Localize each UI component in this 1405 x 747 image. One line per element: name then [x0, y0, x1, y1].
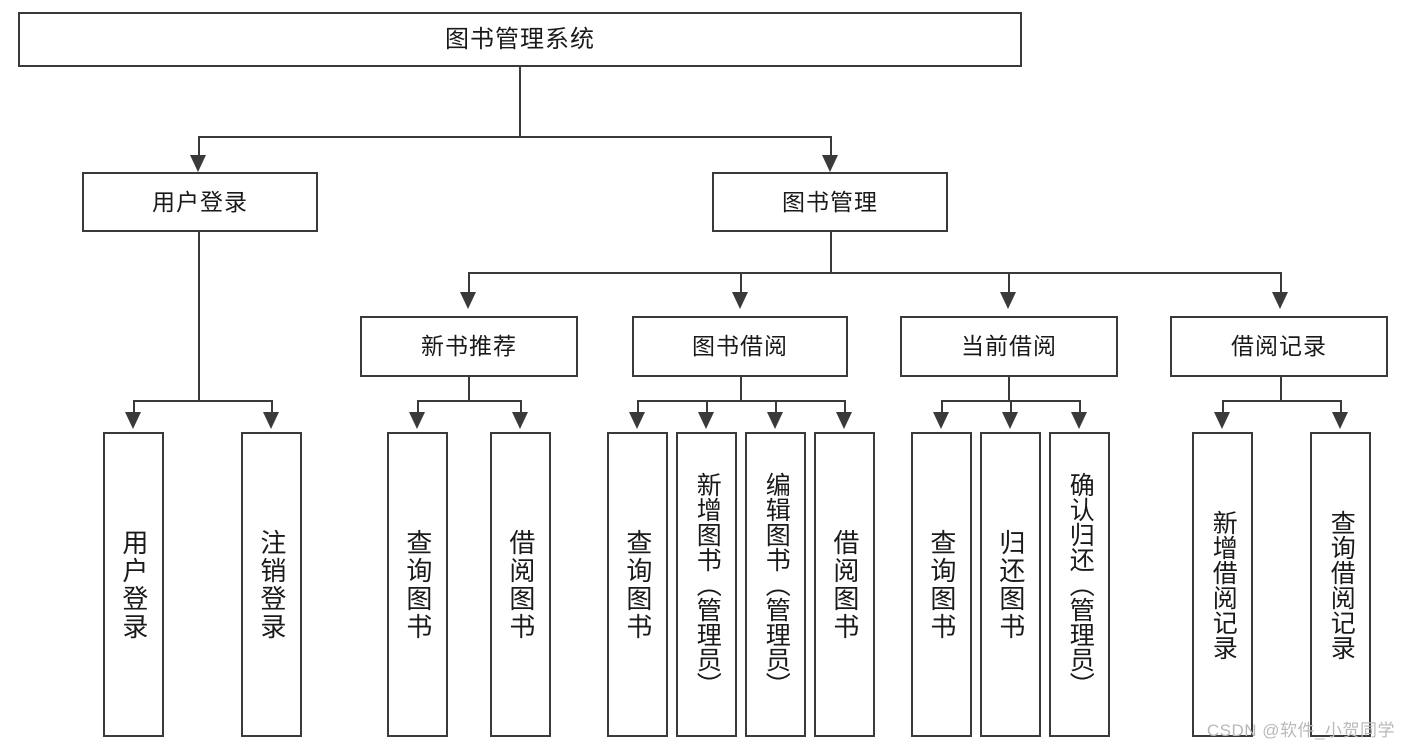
connector-br-to-leaf1 — [1222, 400, 1224, 415]
node-borrow-record[interactable]: 借阅记录 — [1170, 316, 1388, 377]
node-leaf-borrow-book-1[interactable]: 借阅图书 — [490, 432, 551, 737]
arrow-root-to-book-management — [822, 155, 838, 172]
connector-book-management-bus — [468, 272, 1280, 274]
connector-cb-to-leaf3 — [1079, 400, 1081, 415]
node-label: 查询图书 — [926, 528, 957, 641]
arrow-root-to-user-login — [190, 155, 206, 172]
arrow-bm-to-current-borrow — [1000, 292, 1016, 309]
node-leaf-logout-login[interactable]: 注销登录 — [241, 432, 302, 737]
arrow-cb-to-leaf3 — [1071, 412, 1087, 429]
arrow-bm-to-new-book — [460, 292, 476, 309]
node-label: 图书管理 — [782, 188, 878, 215]
node-leaf-edit-book[interactable]: 编辑图书（管理员） — [745, 432, 806, 737]
node-root-system[interactable]: 图书管理系统 — [18, 12, 1022, 67]
node-label: 注销登录 — [256, 528, 287, 641]
connector-bm-to-current-borrow — [1008, 272, 1010, 295]
arrow-bb-to-leaf4 — [836, 412, 852, 429]
connector-nb-to-leaf2 — [520, 400, 522, 415]
node-leaf-borrow-book-2[interactable]: 借阅图书 — [814, 432, 875, 737]
connector-root-bus — [198, 136, 832, 138]
connector-br-to-leaf2 — [1340, 400, 1342, 415]
node-leaf-query-book-3[interactable]: 查询图书 — [911, 432, 972, 737]
connector-book-borrow-trunk — [740, 377, 742, 400]
connector-cb-to-leaf1 — [941, 400, 943, 415]
node-label: 图书借阅 — [692, 333, 788, 360]
connector-root-to-book-management — [830, 136, 832, 158]
arrow-user-login-to-leaf1 — [125, 412, 141, 429]
node-current-borrow[interactable]: 当前借阅 — [900, 316, 1118, 377]
connector-bb-to-leaf2 — [706, 400, 708, 415]
node-book-management[interactable]: 图书管理 — [712, 172, 948, 232]
node-label: 新书推荐 — [421, 333, 517, 360]
node-label: 归还图书 — [995, 528, 1026, 641]
node-leaf-add-record[interactable]: 新增借阅记录 — [1192, 432, 1253, 737]
arrow-bm-to-borrow-record — [1272, 292, 1288, 309]
connector-bb-to-leaf3 — [775, 400, 777, 415]
connector-bm-to-new-book — [468, 272, 470, 295]
node-leaf-confirm-return[interactable]: 确认归还（管理员） — [1049, 432, 1110, 737]
node-label: 新增图书（管理员） — [693, 472, 722, 697]
node-leaf-return-book[interactable]: 归还图书 — [980, 432, 1041, 737]
node-leaf-user-login[interactable]: 用户登录 — [103, 432, 164, 737]
connector-root-to-user-login — [198, 136, 200, 158]
node-label: 确认归还（管理员） — [1066, 472, 1095, 697]
arrow-bb-to-leaf1 — [629, 412, 645, 429]
arrow-bm-to-book-borrow — [732, 292, 748, 309]
connector-bb-to-leaf1 — [637, 400, 639, 415]
connector-cb-to-leaf2 — [1010, 400, 1012, 415]
node-user-login[interactable]: 用户登录 — [82, 172, 318, 232]
node-label: 新增借阅记录 — [1209, 509, 1238, 660]
connector-root-trunk — [519, 66, 521, 136]
node-leaf-query-record[interactable]: 查询借阅记录 — [1310, 432, 1371, 737]
node-label: 查询图书 — [402, 528, 433, 641]
node-label: 当前借阅 — [961, 333, 1057, 360]
connector-user-login-to-leaf2 — [271, 400, 273, 415]
node-label: 借阅记录 — [1231, 333, 1327, 360]
node-label: 用户登录 — [152, 188, 248, 215]
connector-new-book-bus — [417, 400, 520, 402]
arrow-br-to-leaf2 — [1332, 412, 1348, 429]
connector-user-login-trunk — [198, 232, 200, 400]
connector-bm-to-book-borrow — [740, 272, 742, 295]
node-label: 图书管理系统 — [445, 25, 595, 53]
arrow-cb-to-leaf2 — [1002, 412, 1018, 429]
arrow-br-to-leaf1 — [1214, 412, 1230, 429]
node-leaf-add-book[interactable]: 新增图书（管理员） — [676, 432, 737, 737]
arrow-nb-to-leaf1 — [409, 412, 425, 429]
node-label: 查询借阅记录 — [1327, 509, 1356, 660]
connector-user-login-bus — [133, 400, 271, 402]
node-new-book-recommend[interactable]: 新书推荐 — [360, 316, 578, 377]
node-book-borrow[interactable]: 图书借阅 — [632, 316, 848, 377]
node-label: 用户登录 — [118, 528, 149, 641]
node-label: 编辑图书（管理员） — [762, 472, 791, 697]
connector-current-borrow-trunk — [1008, 377, 1010, 400]
connector-book-borrow-bus — [637, 400, 844, 402]
connector-bb-to-leaf4 — [844, 400, 846, 415]
connector-new-book-trunk — [468, 377, 470, 400]
node-label: 借阅图书 — [829, 528, 860, 641]
arrow-user-login-to-leaf2 — [263, 412, 279, 429]
node-label: 查询图书 — [622, 528, 653, 641]
arrow-bb-to-leaf3 — [767, 412, 783, 429]
arrow-cb-to-leaf1 — [933, 412, 949, 429]
node-label: 借阅图书 — [505, 528, 536, 641]
connector-nb-to-leaf1 — [417, 400, 419, 415]
connector-user-login-to-leaf1 — [133, 400, 135, 415]
connector-borrow-record-trunk — [1280, 377, 1282, 400]
connector-borrow-record-bus — [1222, 400, 1340, 402]
node-leaf-query-book-2[interactable]: 查询图书 — [607, 432, 668, 737]
arrow-nb-to-leaf2 — [512, 412, 528, 429]
arrow-bb-to-leaf2 — [698, 412, 714, 429]
node-leaf-query-book-1[interactable]: 查询图书 — [387, 432, 448, 737]
connector-bm-to-borrow-record — [1280, 272, 1282, 295]
connector-book-management-trunk — [830, 232, 832, 272]
